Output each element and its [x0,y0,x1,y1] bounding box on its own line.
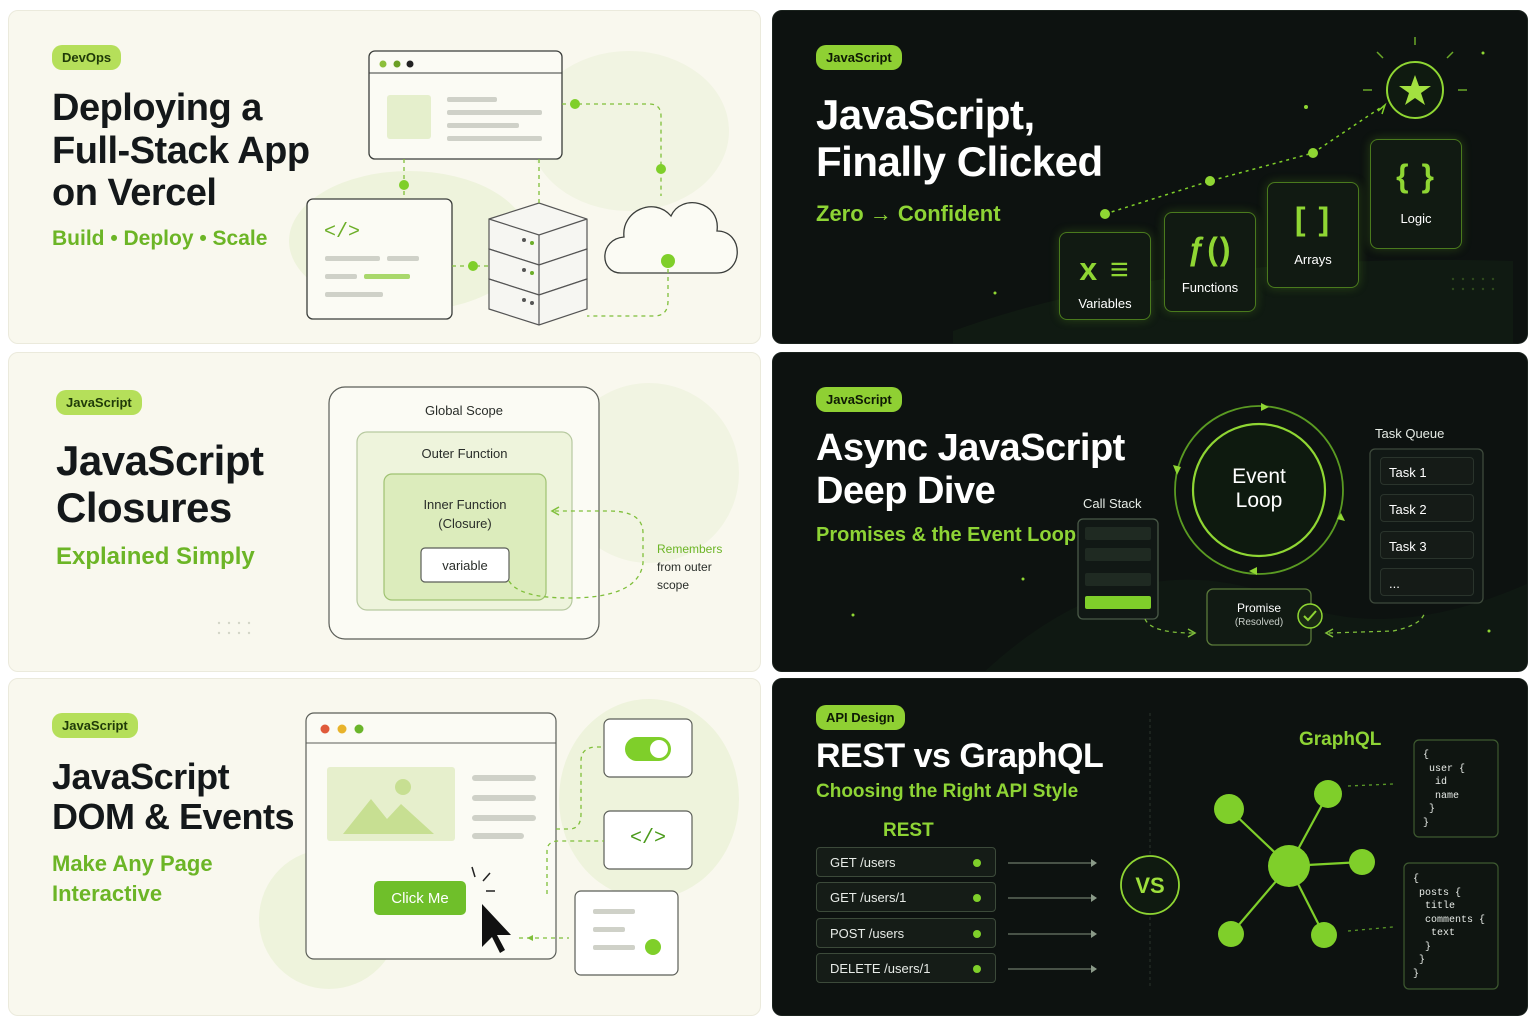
task-queue-label: Task Queue [1375,426,1445,441]
card-rest-vs-graphql[interactable]: API Design REST vs GraphQL Choosing the … [772,678,1528,1016]
event-loop-illustration [851,403,1527,671]
task-item: Task 3 [1380,531,1474,559]
card-title: JavaScript,Finally Clicked [816,91,1103,186]
task-item: ... [1380,568,1474,596]
code-icon: </> [629,827,666,850]
outer-function-label: Outer Function [421,446,508,461]
variable-icon: x ≡ [1079,251,1131,287]
card-subtitle: Promises & the Event Loop [816,524,1077,546]
task-item: Task 1 [1380,457,1474,485]
tag-badge: JavaScript [56,390,142,415]
tag-badge: JavaScript [52,713,138,738]
tag-badge: JavaScript [816,387,902,412]
global-scope-label: Global Scope [424,403,504,418]
promise-label: Promise (Resolved) [1234,601,1284,628]
array-icon: [ ] [1294,201,1332,237]
closure-illustration [217,383,739,640]
status-dot [973,965,981,973]
status-dot [973,930,981,938]
variable-box: variable [442,558,488,573]
card-javascript-clicked[interactable]: JavaScript JavaScript,Finally Clicked Ze… [772,10,1528,344]
rest-route: GET /users/1 [816,882,996,912]
step-variables: x ≡ Variables [1059,232,1151,320]
graphql-query-posts: { posts { title comments { text } } } [1413,874,1486,980]
graphql-heading: GraphQL [1299,729,1382,750]
card-subtitle: Zero → Confident [816,201,1001,226]
rest-route: DELETE /users/1 [816,953,996,983]
dom-illustration [259,699,739,989]
status-dot [973,859,981,867]
rest-route: POST /users [816,918,996,948]
call-stack-label: Call Stack [1083,496,1142,511]
rest-route: GET /users [816,847,996,877]
card-title: REST vs GraphQL [816,737,1104,775]
step-arrays: [ ] Arrays [1267,182,1359,288]
click-me-button[interactable]: Click Me [374,881,466,915]
task-item: Task 2 [1380,494,1474,522]
vs-badge: VS [1135,873,1165,898]
card-subtitle: Build • Deploy • Scale [52,227,268,250]
deploy-illustration: </> [289,50,738,326]
inner-function-label: Inner Function(Closure) [423,497,507,531]
tag-badge: DevOps [52,45,122,70]
code-icon: </> [324,221,360,244]
status-dot [973,894,981,902]
graphql-query-user: { user { id name } } [1423,750,1466,829]
api-illustration [1008,713,1499,990]
card-subtitle: Explained Simply [56,543,255,570]
function-icon: ƒ() [1187,231,1233,267]
tag-badge: API Design [816,705,905,730]
tag-badge: JavaScript [816,45,902,70]
braces-icon: { } [1396,158,1436,194]
card-subtitle: Choosing the Right API Style [816,781,1079,802]
card-deploying-vercel[interactable]: </> DevOps Deplo [8,10,761,344]
rest-heading: REST [883,820,934,841]
step-logic: { } Logic [1370,139,1462,249]
step-functions: ƒ() Functions [1164,212,1256,312]
